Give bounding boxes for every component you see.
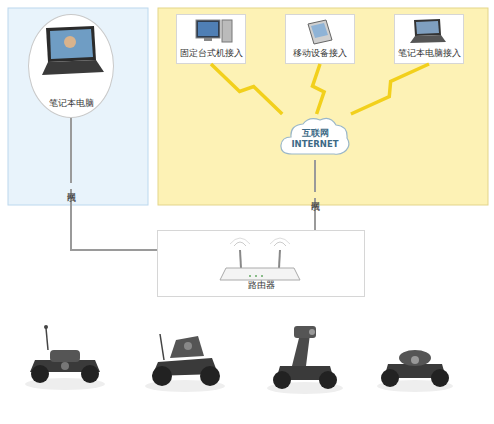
laptop-display bbox=[50, 29, 93, 59]
robot-antenna-tip bbox=[44, 325, 48, 329]
desktop-monitor bbox=[196, 20, 220, 38]
laptop-screen bbox=[414, 19, 441, 36]
robot-antenna bbox=[160, 334, 164, 360]
wireless-bolt bbox=[211, 64, 282, 114]
robot-wheel bbox=[200, 366, 220, 386]
robot-wheel bbox=[81, 365, 99, 383]
node-label: 固定台式机接入 bbox=[180, 48, 243, 59]
cable-label: 网线 bbox=[311, 192, 320, 198]
router-antenna bbox=[279, 250, 280, 268]
robot-wheel bbox=[273, 371, 291, 389]
wifi-arc bbox=[270, 238, 290, 244]
laptop-base bbox=[410, 35, 446, 43]
internet-cloud: 互联网 INTERNET bbox=[278, 114, 352, 160]
laptop-screen bbox=[46, 26, 96, 62]
desktop-illustration bbox=[196, 20, 232, 42]
network-cable bbox=[314, 160, 316, 230]
laptop-illustration bbox=[410, 19, 446, 43]
robot-top bbox=[50, 350, 80, 362]
robot-camera bbox=[61, 362, 69, 370]
router-led bbox=[261, 275, 263, 277]
desktop-stand bbox=[204, 38, 212, 41]
internet-panel bbox=[158, 8, 488, 205]
cable-label: 网线 bbox=[67, 183, 76, 189]
node-label: 笔记本电脑 bbox=[49, 98, 94, 109]
pda-screen bbox=[311, 23, 328, 38]
device-box: 路由器 bbox=[157, 230, 365, 297]
laptop-illustration bbox=[42, 26, 104, 75]
robot-illustration bbox=[377, 350, 453, 392]
node-label: 路由器 bbox=[248, 280, 275, 291]
robot-illustration bbox=[145, 334, 225, 392]
desktop-tower bbox=[222, 20, 232, 42]
router-illustration bbox=[220, 238, 300, 280]
wifi-arc bbox=[234, 242, 246, 246]
device-circle: 笔记本电脑 bbox=[28, 14, 114, 118]
pda-illustration bbox=[308, 20, 332, 44]
laptop-display bbox=[416, 21, 439, 34]
robot-head bbox=[294, 326, 316, 338]
robot-wheel bbox=[381, 369, 399, 387]
robot-antenna bbox=[46, 328, 48, 350]
lan-panel bbox=[8, 8, 148, 205]
laptop-base bbox=[42, 60, 104, 75]
robot-illustration bbox=[25, 325, 105, 390]
node-label: 互联网 INTERNET bbox=[288, 128, 342, 149]
robot-head bbox=[399, 350, 431, 366]
robot-head bbox=[170, 336, 204, 358]
laptop-display-figure bbox=[64, 36, 76, 48]
router-led bbox=[255, 275, 257, 277]
desktop-display bbox=[198, 22, 218, 36]
robot-illustration bbox=[267, 326, 343, 394]
node-label: 移动设备接入 bbox=[293, 48, 347, 59]
device-box: 固定台式机接入 bbox=[176, 14, 246, 64]
pda-body bbox=[308, 20, 332, 44]
robot-wheel bbox=[31, 365, 49, 383]
robot-camera bbox=[411, 356, 419, 364]
router-body bbox=[220, 268, 300, 280]
network-cable bbox=[71, 118, 157, 250]
node-label: 笔记本电脑接入 bbox=[398, 48, 461, 59]
robot-camera bbox=[309, 329, 315, 335]
wireless-bolt bbox=[351, 64, 429, 114]
device-box: 笔记本电脑接入 bbox=[394, 14, 464, 64]
robot-wheel bbox=[319, 371, 337, 389]
device-box: 移动设备接入 bbox=[285, 14, 355, 64]
robot-neck bbox=[292, 334, 310, 366]
robot-camera bbox=[184, 342, 192, 350]
robot-wheel bbox=[152, 366, 172, 386]
robot-wheel bbox=[431, 369, 449, 387]
wireless-bolt bbox=[312, 64, 324, 114]
router-antenna bbox=[240, 250, 241, 268]
wifi-arc bbox=[230, 238, 250, 244]
wifi-arc bbox=[274, 242, 286, 246]
router-led bbox=[249, 275, 251, 277]
cloud-shape bbox=[281, 118, 349, 154]
